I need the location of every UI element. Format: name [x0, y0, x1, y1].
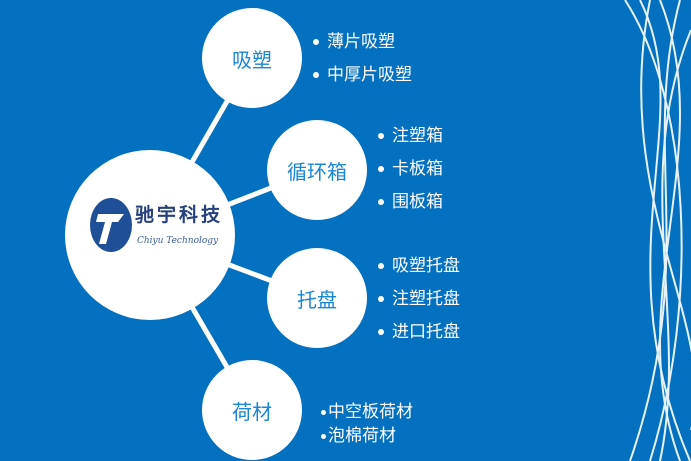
- list-item: 卡板箱: [378, 153, 443, 186]
- list-item: 注塑箱: [378, 120, 443, 153]
- list-hecai: 中空板荷材 泡棉荷材: [321, 400, 413, 448]
- list-tuopan: 吸塑托盘 注塑托盘 进口托盘: [378, 250, 460, 349]
- logo-brand-text: 驰宇科技: [135, 204, 224, 226]
- list-xunhuanxiang: 注塑箱 卡板箱 围板箱: [378, 120, 443, 219]
- list-item: 泡棉荷材: [321, 424, 413, 448]
- list-item: 注塑托盘: [378, 283, 460, 316]
- node-label: 循环箱: [287, 159, 347, 184]
- list-item: 中厚片吸塑: [313, 59, 412, 92]
- list-item: 吸塑托盘: [378, 250, 460, 283]
- list-item: 进口托盘: [378, 316, 460, 349]
- list-item: 薄片吸塑: [313, 26, 412, 59]
- list-item: 围板箱: [378, 186, 443, 219]
- node-label: 托盘: [297, 287, 337, 312]
- node-label: 吸塑: [232, 47, 272, 72]
- node-hecai: 荷材: [202, 360, 302, 460]
- logo-brand-english: Chiyu Technology: [137, 236, 219, 246]
- list-xisu: 薄片吸塑 中厚片吸塑: [313, 26, 412, 92]
- node-label: 荷材: [232, 399, 272, 424]
- decorative-curves: [624, 0, 691, 461]
- list-item: 中空板荷材: [321, 400, 413, 424]
- logo-icon: [90, 198, 132, 252]
- node-xisu: 吸塑: [202, 8, 302, 108]
- node-tuopan: 托盘: [267, 248, 367, 348]
- node-xunhuanxiang: 循环箱: [267, 120, 367, 220]
